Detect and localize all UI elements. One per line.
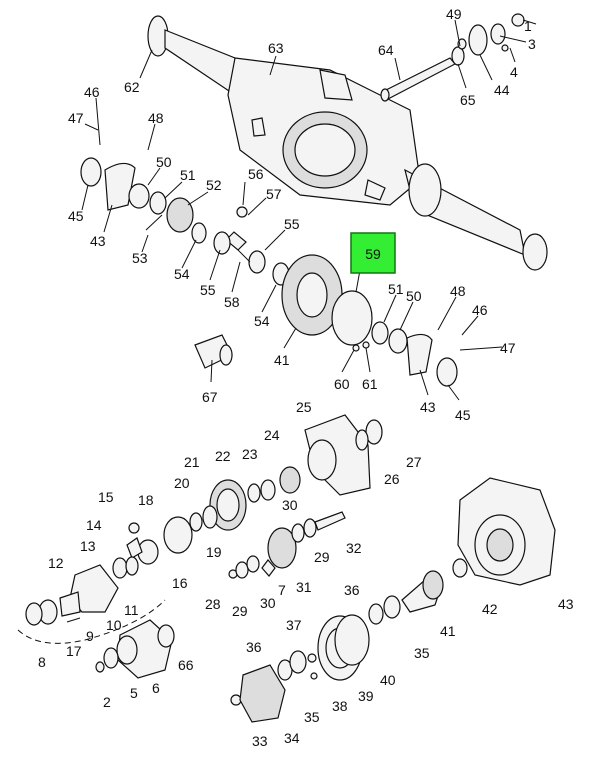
highlight-callout-59: 59 xyxy=(350,232,396,274)
callout-41a: 41 xyxy=(274,352,290,368)
callout-13: 13 xyxy=(80,538,96,554)
callout-27: 27 xyxy=(406,454,422,470)
callout-41b: 41 xyxy=(440,623,456,639)
callout-46b: 46 xyxy=(472,302,488,318)
callout-1: 1 xyxy=(524,18,532,34)
callout-64: 64 xyxy=(378,42,394,58)
callout-54a: 54 xyxy=(174,266,190,282)
hub-hardware xyxy=(451,13,525,66)
callout-28: 28 xyxy=(205,596,221,612)
callout-numbers: 1 2 3 4 5 6 7 8 9 10 11 12 13 14 15 16 1… xyxy=(38,6,574,749)
callout-42: 42 xyxy=(482,601,498,617)
callout-49: 49 xyxy=(446,6,462,22)
callout-43a: 43 xyxy=(90,233,106,249)
callout-22: 22 xyxy=(215,448,231,464)
highlight-label: 59 xyxy=(365,246,381,262)
callout-7: 7 xyxy=(278,582,286,598)
callout-45b: 45 xyxy=(455,407,471,423)
callout-38: 38 xyxy=(332,698,348,714)
callout-48b: 48 xyxy=(450,283,466,299)
callout-50a: 50 xyxy=(156,154,172,170)
callout-26: 26 xyxy=(384,471,400,487)
callout-2: 2 xyxy=(103,694,111,710)
callout-63: 63 xyxy=(268,40,284,56)
callout-43b: 43 xyxy=(420,399,436,415)
power-divider-parts xyxy=(17,414,556,723)
callout-10: 10 xyxy=(106,617,122,633)
callout-4: 4 xyxy=(510,64,518,80)
callout-47a: 47 xyxy=(68,110,84,126)
callout-36a: 36 xyxy=(246,639,262,655)
callout-31: 31 xyxy=(296,579,312,595)
axle-shaft xyxy=(380,57,456,102)
callout-61: 61 xyxy=(362,376,378,392)
callout-32: 32 xyxy=(346,540,362,556)
callout-24: 24 xyxy=(264,427,280,443)
callout-21: 21 xyxy=(184,454,200,470)
callout-30a: 30 xyxy=(260,595,276,611)
callout-44: 44 xyxy=(494,82,510,98)
callout-40: 40 xyxy=(380,672,396,688)
callout-62: 62 xyxy=(124,79,140,95)
callout-66: 66 xyxy=(178,657,194,673)
callout-36b: 36 xyxy=(344,582,360,598)
callout-55b: 55 xyxy=(284,216,300,232)
callout-47b: 47 xyxy=(500,340,516,356)
callout-15: 15 xyxy=(98,489,114,505)
pinion-yoke-67 xyxy=(194,334,233,369)
callout-34: 34 xyxy=(284,730,300,746)
callout-11: 11 xyxy=(124,602,139,618)
callout-33: 33 xyxy=(252,733,268,749)
callout-60: 60 xyxy=(334,376,350,392)
callout-8: 8 xyxy=(38,654,46,670)
callout-16: 16 xyxy=(172,575,188,591)
callout-3: 3 xyxy=(528,36,536,52)
callout-20: 20 xyxy=(174,475,190,491)
callout-51b: 51 xyxy=(388,281,404,297)
callout-43c: 43 xyxy=(558,596,574,612)
callout-12: 12 xyxy=(48,555,64,571)
callout-18: 18 xyxy=(138,492,154,508)
callout-48a: 48 xyxy=(148,110,164,126)
callout-51a: 51 xyxy=(180,167,196,183)
callout-45a: 45 xyxy=(68,208,84,224)
callout-17: 17 xyxy=(66,643,82,659)
callout-57: 57 xyxy=(266,186,282,202)
callout-53: 53 xyxy=(132,250,148,266)
callout-65: 65 xyxy=(460,92,476,108)
axle-housing xyxy=(147,15,548,271)
callout-67: 67 xyxy=(202,389,218,405)
callout-9: 9 xyxy=(86,628,94,644)
callout-5: 5 xyxy=(130,685,138,701)
callout-54b: 54 xyxy=(254,313,270,329)
callout-35b: 35 xyxy=(414,645,430,661)
callout-14: 14 xyxy=(86,517,102,533)
callout-19: 19 xyxy=(206,544,222,560)
callout-35a: 35 xyxy=(304,709,320,725)
callout-56: 56 xyxy=(248,166,264,182)
callout-50b: 50 xyxy=(406,288,422,304)
callout-52: 52 xyxy=(206,177,222,193)
callout-30b: 30 xyxy=(282,497,298,513)
callout-6: 6 xyxy=(152,680,160,696)
callout-25: 25 xyxy=(296,399,312,415)
callout-58: 58 xyxy=(224,294,240,310)
differential-parts-upper xyxy=(80,157,458,387)
callout-29a: 29 xyxy=(232,603,248,619)
callout-29b: 29 xyxy=(314,549,330,565)
callout-39: 39 xyxy=(358,688,374,704)
callout-23: 23 xyxy=(242,446,258,462)
callout-37: 37 xyxy=(286,617,302,633)
callout-46a: 46 xyxy=(84,84,100,100)
callout-55a: 55 xyxy=(200,282,216,298)
